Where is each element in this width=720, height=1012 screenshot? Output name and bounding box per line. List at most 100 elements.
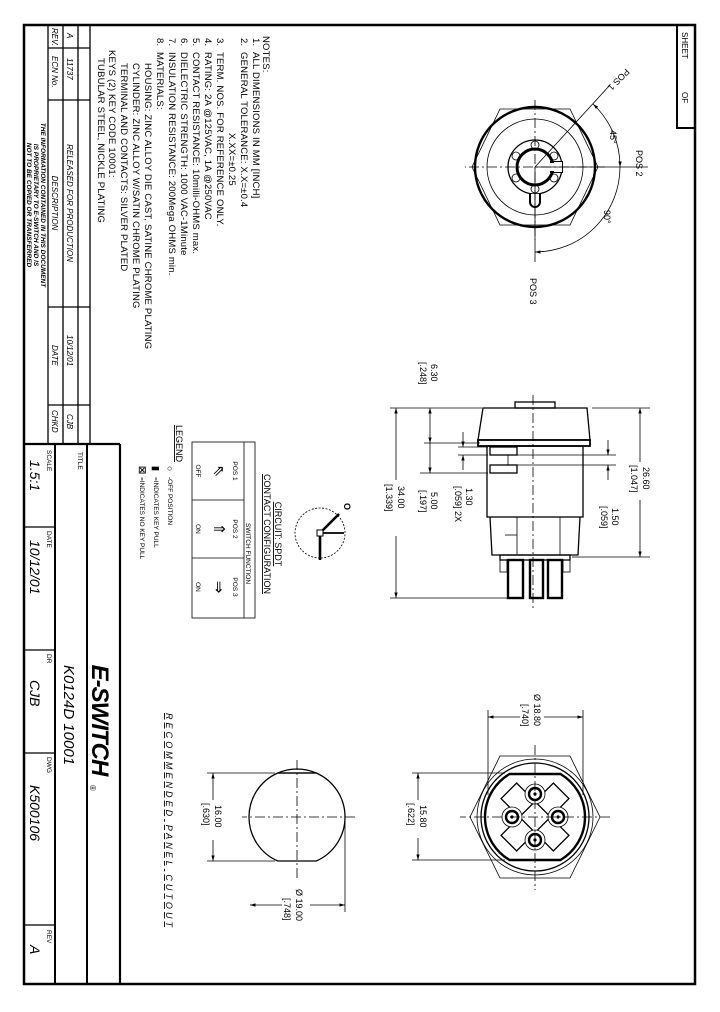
switch-position-label: POS 2 [231, 519, 238, 539]
notes: NOTES: 1. ALL DIMENSIONS IN MM [INCH]2. GE… [95, 36, 271, 349]
note-text: GENERAL TOLERANCE: X.X=±0.4 [238, 52, 249, 207]
date-label: DATE [45, 531, 52, 549]
cutout-flat-mm: 16.00 [213, 805, 223, 828]
e-switch-logo: E-SWITCH [86, 665, 113, 777]
note-text: KEYS (2) KEY CODE 10001: [106, 50, 117, 178]
dwg-label: DWG [45, 757, 52, 773]
bottom-flat-mm: 15.80 [418, 805, 428, 828]
circuit-title: CIRCUIT: SPDT [273, 502, 283, 567]
bottom-view: Ø 18.80 [.740] 15.80 [.622] [406, 694, 610, 890]
note-text: ALL DIMENSIONS IN MM [INCH] [250, 52, 261, 199]
note-number: 8. [154, 38, 165, 46]
rev-value: A [65, 32, 74, 38]
registered-mark: ® [88, 785, 97, 791]
switch-state: ON [194, 582, 201, 592]
note-number: 2. [238, 38, 249, 46]
dim-body-mm: 26.60 [641, 467, 651, 490]
note-text: INSULATION RESISTANCE: 200Mega OHMS min. [166, 52, 177, 276]
panel-cutout-title: RECOMMENDED PANEL CUTOUT [164, 713, 174, 929]
angle-90-label: 90° [602, 210, 612, 224]
legend-title: LEGEND [174, 425, 184, 463]
legend: LEGEND ○-OFF POSITION▮=INDICATES KEY PUL… [137, 425, 184, 560]
sheet-label: SHEET [680, 32, 689, 59]
rev-value: A [27, 944, 43, 954]
dim-groove-inch: [.059] 2X [453, 486, 463, 522]
cutout-dia-mm: Ø 19.00 [294, 889, 304, 921]
revision-table: REV. ECN No. DESCRIPTION DATE CHKD A 117… [25, 25, 91, 444]
dwg-value: K500106 [27, 785, 43, 841]
no-key-pull-icon: ☒ [137, 466, 147, 474]
dim-cap-inch: [.248] [418, 362, 428, 385]
legend-item-text: -OFF POSITION [166, 477, 173, 525]
chkd-header: CHKD [50, 410, 59, 433]
pos3-label: POS 3 [528, 278, 538, 305]
description-header: DESCRIPTION [50, 176, 59, 231]
angle-45-label: 45° [608, 130, 618, 144]
dr-value: CJB [27, 680, 43, 706]
note-text: TERMINAL AND CONTACTS: SILVER PLATED [118, 63, 129, 272]
dim-gap-inch: [.059] [599, 506, 609, 529]
note-text: X.XX=±0.25 [226, 133, 237, 186]
switch-arrow-icon: ⇑ [210, 523, 227, 536]
cutout-flat-inch: [.630] [201, 803, 211, 826]
of-label: OF [680, 92, 689, 103]
off-position-symbol: O [342, 503, 352, 510]
chkd-value: CJB [65, 414, 74, 430]
switch-table-header: SWITCH FUNCTION [244, 523, 251, 584]
scale-label: SCALE [45, 450, 52, 472]
drawing-title: K0124D 10001 [60, 665, 77, 765]
dim-total-mm: 34.00 [396, 486, 406, 509]
date-value: 10/12/01 [65, 335, 74, 366]
bottom-flat-inch: [.622] [406, 803, 416, 826]
dim-groove-mm: 1.30 [464, 488, 474, 506]
notes-heading: NOTES: [260, 36, 271, 73]
dim-total-inch: [1.339] [384, 484, 394, 512]
note-number: 6. [178, 38, 189, 46]
panel-cutout: 16.00 [.630] Ø 19.00 [.748] RECOMMENDED … [164, 713, 355, 929]
bottom-dia-inch: [.740] [520, 704, 530, 727]
circuit-diagram: CIRCUIT: SPDT CONTACT CONFIGURATION O [262, 474, 352, 594]
ecn-header: ECN No. [50, 56, 59, 88]
switch-state: OFF [194, 465, 201, 478]
note-text: DIELECTRIC STRENGTH: 1000 VAC-1Minute [178, 52, 189, 256]
note-text: RATING: 2A @125VAC, 1A @250VAC [202, 52, 213, 220]
side-view: 34.00 [1.339] 6.30 [.248] 5.00 [.197] 1.… [384, 362, 651, 608]
note-text: TUBULAR STEEL, NICKLE PLATING [95, 58, 106, 223]
ecn-value: 11737 [65, 58, 74, 80]
note-number: 4. [202, 38, 213, 46]
note-text: CYLINDER: ZINC ALLOY W/SATIN CHROME PLAT… [130, 63, 141, 309]
note-number: 3. [214, 38, 225, 46]
dim-5-inch: [.197] [418, 490, 428, 513]
dim-cap-mm: 6.30 [429, 364, 439, 382]
circuit-subtitle: CONTACT CONFIGURATION [262, 474, 272, 594]
date-header: DATE [50, 345, 59, 366]
switch-arrow-icon: ⇒ [210, 581, 227, 594]
description-value: RELEASED FOR PRODUCTION [65, 144, 74, 262]
note-text: CONTACT RESISTANCE: 10milli-OHMS max. [190, 52, 201, 254]
disclaimer-line: NOT TO BE COPIED OR TRANSFERRED [25, 143, 32, 268]
cutout-dia-inch: [.748] [282, 898, 292, 921]
disclaimer-line: THE INFORMATION CONTAINED IN THIS DOCUME… [39, 123, 46, 288]
switch-position-label: POS 1 [231, 461, 238, 481]
sheet-box: SHEET OF [676, 24, 696, 129]
legend-item-text: =INDICATES NO KEY PULL [138, 477, 145, 560]
pos2-label: POS 2 [634, 150, 644, 177]
title-label: TITLE [76, 452, 83, 470]
note-number: 1. [250, 38, 261, 46]
note-number: 7. [166, 38, 177, 46]
note-text: TERM. NOS. FOR REFERENCE ONLY. [214, 52, 225, 227]
drawing-border [22, 23, 697, 986]
note-number: 5. [190, 38, 201, 46]
scale-value: 1.5:1 [27, 460, 43, 491]
title-block: E-SWITCH ® TITLE K0124D 10001 SCALE 1.5:… [24, 442, 122, 984]
switch-state: ON [194, 524, 201, 534]
legend-item-text: =INDICATES KEY PULL [152, 477, 159, 548]
key-pull-icon: ▮ [151, 466, 161, 471]
switch-position-label: POS 3 [231, 577, 238, 597]
dim-gap-mm: 1.50 [610, 508, 620, 526]
dim-body-inch: [1.047] [629, 465, 639, 493]
bottom-dia-mm: Ø 18.80 [532, 694, 542, 726]
